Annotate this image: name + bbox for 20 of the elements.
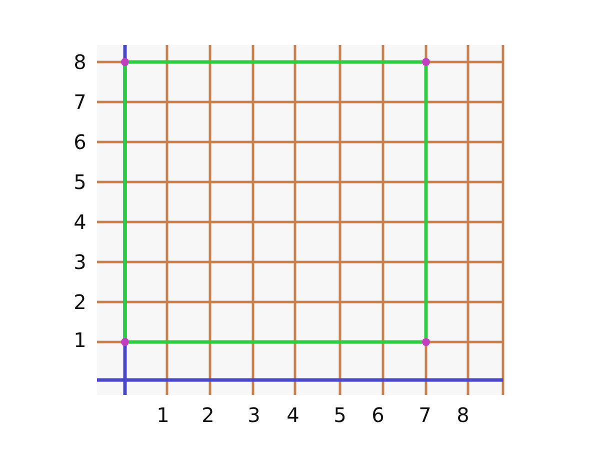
x-tick-label: 4 <box>286 404 300 426</box>
rectangle-side <box>123 66 127 338</box>
y-tick-label: 5 <box>74 171 86 193</box>
x-tick-label: 1 <box>156 404 170 426</box>
x-tick-label: 8 <box>456 404 470 426</box>
rectangle-side <box>129 60 422 64</box>
rectangle-side <box>129 340 422 344</box>
x-tick-label: 7 <box>418 404 432 426</box>
x-tick-label: 2 <box>202 404 214 426</box>
x-tick-label: 6 <box>372 404 384 426</box>
x-tick-label: 5 <box>334 404 346 426</box>
y-tick-label: 2 <box>74 291 86 313</box>
y-tick-label: 6 <box>74 131 86 153</box>
y-tick-label: 7 <box>74 91 86 113</box>
x-tick-label: 3 <box>248 404 260 426</box>
y-tick-label: 3 <box>74 251 86 273</box>
y-tick-label: 8 <box>74 51 86 73</box>
y-tick-label: 1 <box>74 329 86 351</box>
y-tick-label: 4 <box>74 211 86 233</box>
rectangle-side <box>424 66 428 338</box>
